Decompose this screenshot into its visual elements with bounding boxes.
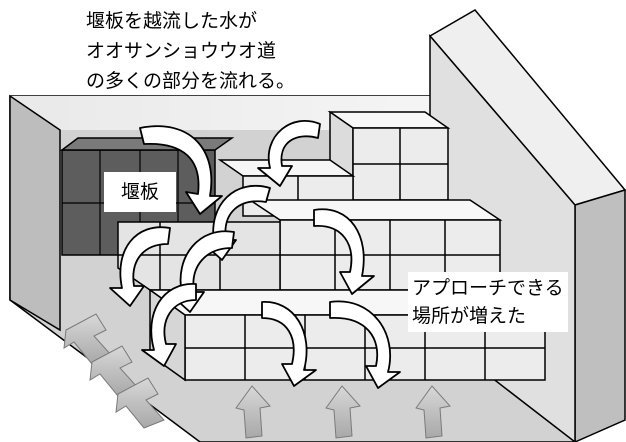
caption-line-1: 堰板を越流した水が [86, 10, 258, 32]
upstream-arrow-6 [415, 385, 451, 439]
upstream-arrow-5 [325, 385, 361, 439]
weir-plate-label: 堰板 [104, 172, 176, 212]
left-bank [9, 94, 61, 332]
flow-arrow-7 [141, 283, 197, 367]
flow-arrows [109, 119, 401, 389]
upstream-arrows-bottom [235, 385, 451, 439]
upstream-arrows-left [63, 313, 165, 429]
callout-line-2: 場所が増えた [412, 305, 527, 327]
upstream-arrow-3 [115, 377, 165, 429]
flow-arrow-1 [139, 125, 223, 215]
flow-arrow-4 [109, 226, 171, 307]
upstream-arrow-4 [235, 385, 271, 439]
caption-line-2: オオサンショウウオ道 [86, 40, 277, 62]
flow-arrow-5 [313, 208, 375, 295]
flow-arrow-9 [329, 300, 401, 389]
side-wall-face [574, 188, 626, 442]
diagram-caption: 堰板を越流した水が オオサンショウウオ道 の多くの部分を流れる。 [86, 6, 295, 96]
access-callout: アプローチできる 場所が増えた [408, 272, 568, 332]
flow-arrow-2 [257, 119, 321, 187]
caption-line-3: の多くの部分を流れる。 [86, 70, 296, 92]
callout-line-1: アプローチできる [412, 277, 564, 299]
flow-arrow-8 [261, 301, 317, 387]
